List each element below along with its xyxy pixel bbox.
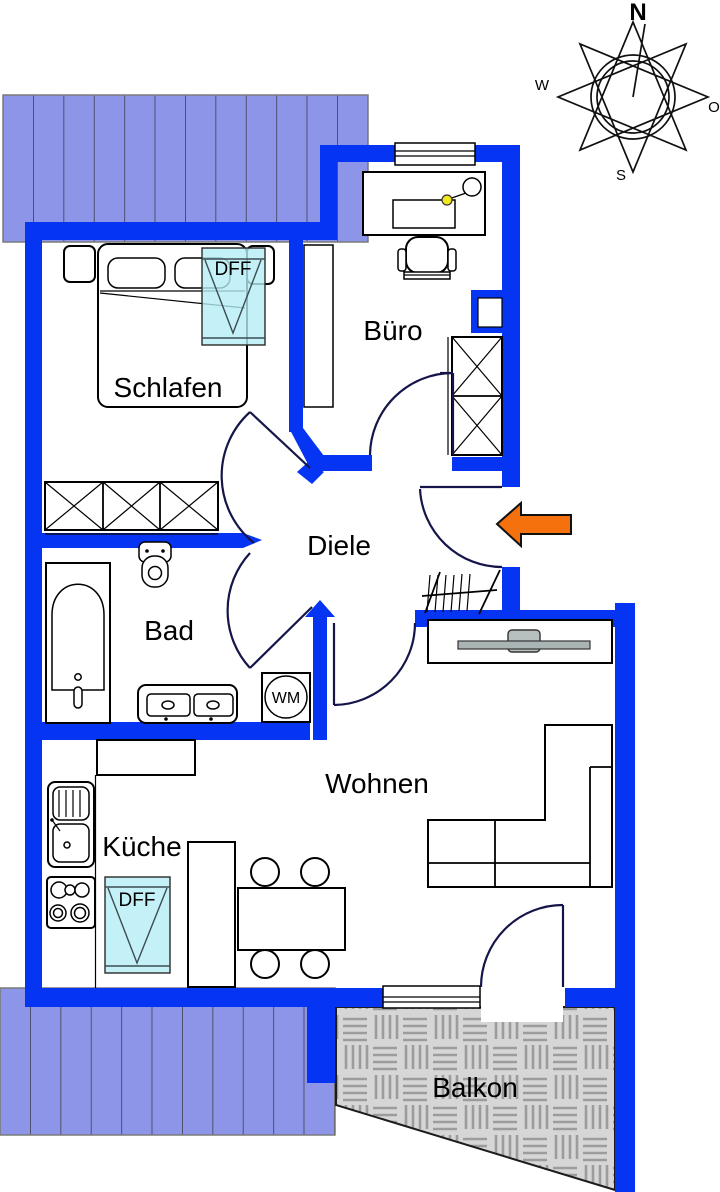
room-label-hallway: Diele (307, 530, 371, 561)
compass-south-label: S (616, 167, 626, 184)
coat-rack (421, 569, 501, 615)
door-bathroom (226, 552, 313, 669)
door-balcony (479, 903, 565, 988)
desk-lamp-dot (441, 194, 453, 206)
room-label-office: Büro (363, 315, 422, 346)
bathtub (45, 562, 111, 724)
sideboard-tv (427, 619, 613, 664)
kitchen-sink (47, 781, 95, 868)
room-label-bathroom: Bad (144, 615, 194, 646)
door-bedroom (220, 411, 311, 544)
roof-area-south (0, 987, 336, 1136)
washing-machine: WM (261, 672, 311, 723)
desk (362, 171, 486, 236)
room-label-bedroom: Schlafen (114, 372, 223, 403)
closet-office (447, 336, 503, 456)
toilet (138, 541, 172, 588)
skylight-kitchen: DFF (104, 876, 171, 974)
compass-north-label: N (629, 0, 646, 26)
office-chair (397, 236, 457, 280)
dining-table (237, 857, 346, 979)
sofa (427, 724, 613, 888)
closet-bedroom (44, 481, 219, 535)
window-living-room (382, 985, 481, 1009)
door-office (368, 371, 455, 456)
room-label-living-room: Wohnen (325, 768, 429, 799)
window-office (394, 142, 476, 166)
skylight-kitchen-label: DFF (119, 890, 156, 911)
kitchen-counter (94, 739, 196, 988)
door-living-room (332, 622, 417, 707)
kitchen-cupboard (187, 841, 236, 988)
door-entrance (418, 485, 503, 569)
nightstand-left (63, 245, 96, 283)
balcony-floor (335, 1006, 616, 1192)
entrance-arrow (495, 500, 572, 549)
compass-rose: N W O S (535, 0, 720, 184)
roof-area-north (2, 94, 369, 243)
stove (46, 876, 96, 929)
room-label-kitchen: Küche (102, 831, 181, 862)
shelf-office (303, 244, 334, 408)
balcony-door-threshold (481, 1006, 563, 1022)
washing-machine-label: WM (272, 690, 300, 707)
compass-west-label: W (535, 77, 550, 94)
skylight-bedroom-label: DFF (215, 259, 252, 280)
walls (25, 145, 635, 1192)
chimney-niche (477, 297, 503, 328)
room-label-balcony: Balkon (432, 1072, 518, 1103)
skylight-bedroom: DFF (201, 247, 266, 346)
vanity-double-sink (137, 684, 238, 724)
compass-east-label: O (708, 99, 720, 116)
